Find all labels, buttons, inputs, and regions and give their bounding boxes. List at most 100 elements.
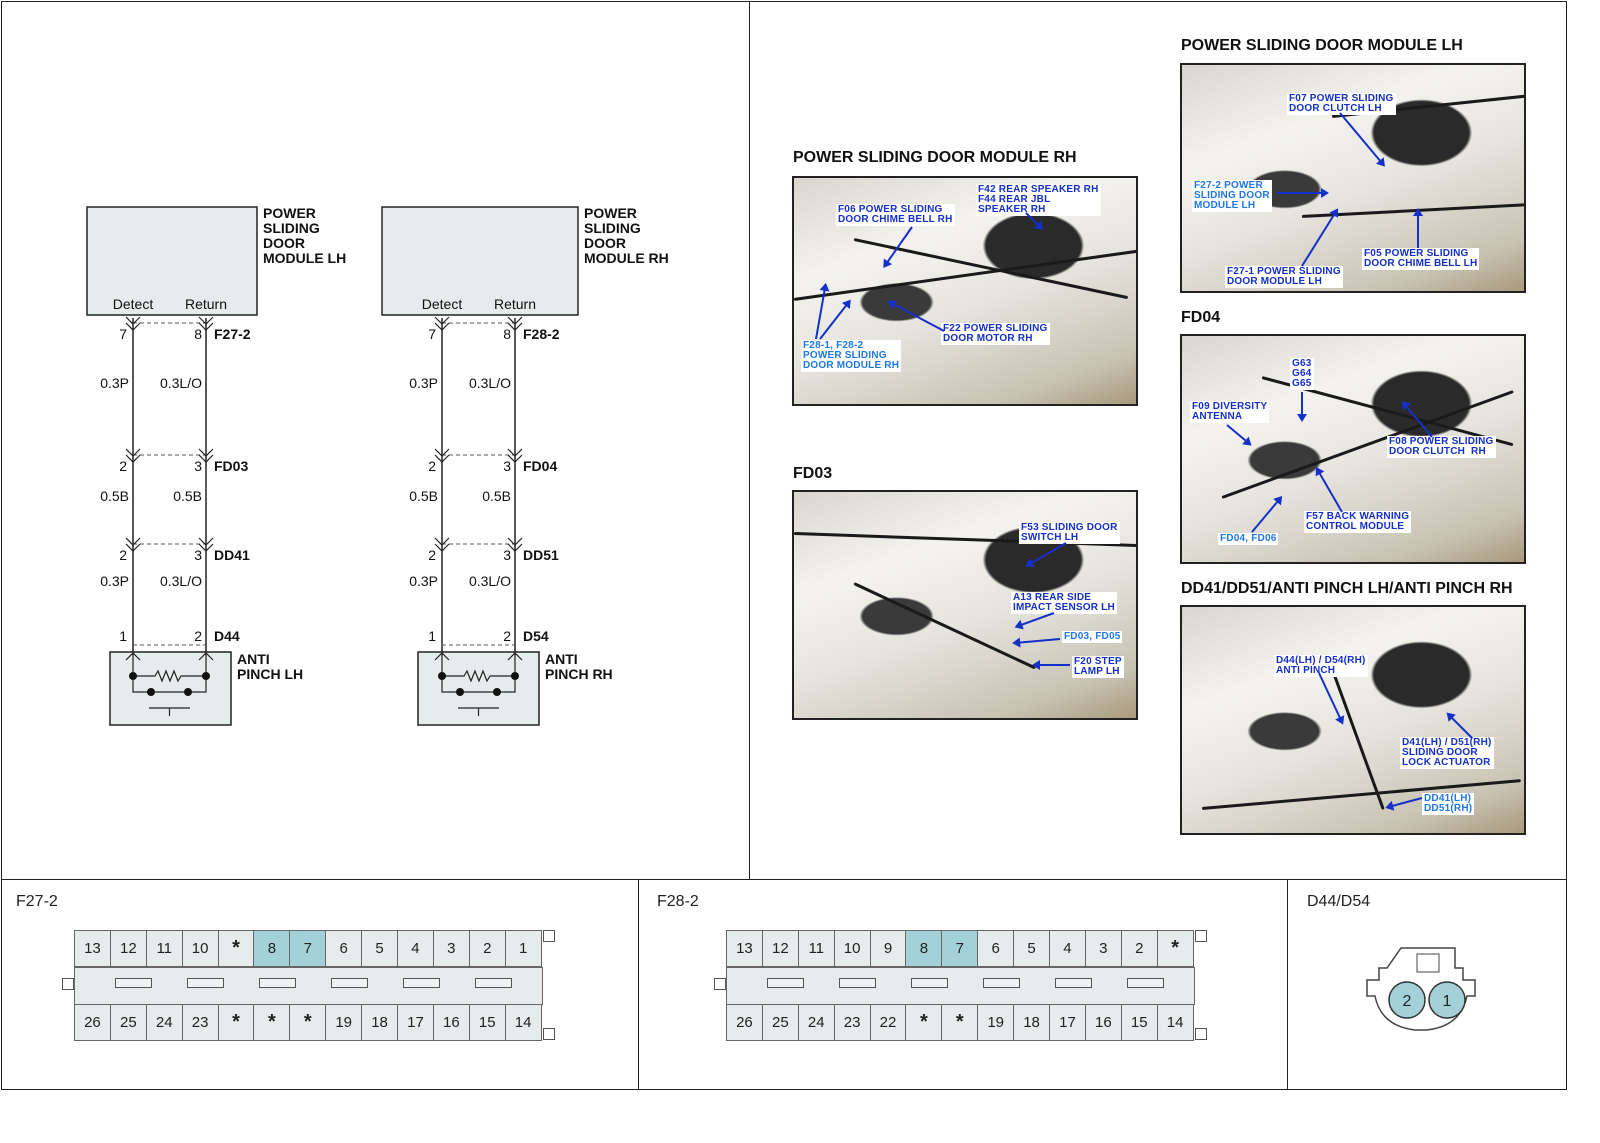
module-name: MODULE LH (263, 250, 346, 266)
connector-pin: 7 (289, 930, 327, 967)
callout: FD04, FD06 (1218, 533, 1279, 545)
callout: DD41(LH) DD51(RH) (1422, 793, 1475, 815)
connector-pin-icon (507, 448, 523, 463)
callout: F07 POWER SLIDING DOOR CLUTCH LH (1287, 93, 1396, 115)
connector-pin: 18 (361, 1004, 399, 1041)
connector-pin: 2 (468, 930, 506, 967)
pin-number: 2 (194, 628, 202, 644)
connector-pin: 14 (1156, 1004, 1194, 1041)
switch-contact-icon (493, 688, 501, 696)
module-name: DOOR (584, 235, 626, 251)
connector-pin: 23 (833, 1004, 871, 1041)
resistor-icon (441, 669, 516, 693)
switch-contact-icon (147, 688, 155, 696)
pin-number: 2 (503, 628, 511, 644)
divider (1, 879, 1567, 880)
photo-title-dd: DD41/DD51/ANTI PINCH LH/ANTI PINCH RH (1181, 580, 1513, 597)
pin-function-detect: Detect (113, 296, 154, 312)
connector-pin: 26 (726, 1004, 763, 1041)
wire-spec: 0.3P (409, 375, 438, 391)
connector-tab (1194, 1028, 1207, 1040)
connector-name: FD03 (214, 458, 248, 474)
connector-pin: * (253, 1004, 291, 1041)
connector-pin: 3 (432, 930, 470, 967)
pin-function-detect: Detect (422, 296, 463, 312)
connector-pin-icon (434, 537, 450, 552)
switch-contact-icon (202, 672, 210, 680)
divider (749, 1, 750, 880)
switch-contact-icon (438, 672, 446, 680)
connector-name: D54 (523, 628, 549, 644)
connector-pin: * (289, 1004, 327, 1041)
switch-contact-icon (511, 672, 519, 680)
connector-pin: 4 (397, 930, 434, 967)
connector-pin: 12 (761, 930, 799, 967)
switch-actuator-icon (149, 707, 190, 716)
callout: F27-1 POWER SLIDING DOOR MODULE LH (1225, 266, 1343, 288)
latch-slot (1127, 978, 1164, 988)
connector-pin: 8 (905, 930, 943, 967)
connector-pin: 10 (181, 930, 219, 967)
callout: F06 POWER SLIDING DOOR CHIME BELL RH (836, 204, 955, 226)
pin-number: 2 (428, 547, 436, 563)
connector-pin: * (905, 1004, 943, 1041)
connector-pin: 1 (504, 930, 542, 967)
wire-spec: 0.3P (100, 375, 129, 391)
connector-pin-icon (198, 537, 214, 552)
latch-slot (403, 978, 440, 988)
callout: F28-1, F28-2 POWER SLIDING DOOR MODULE R… (801, 340, 902, 372)
callout: D44(LH) / D54(RH) ANTI PINCH (1274, 655, 1368, 677)
connector-pin: 22 (869, 1004, 907, 1041)
connector-pin: 23 (181, 1004, 219, 1041)
connector-pin: 15 (1120, 1004, 1158, 1041)
connector-pin: 13 (726, 930, 763, 967)
wire-spec: 0.5B (100, 488, 129, 504)
switch-contact-icon (184, 688, 192, 696)
connector-pin-icon (125, 316, 141, 331)
pin-number: 1 (428, 628, 436, 644)
connector-pin: 17 (1049, 1004, 1086, 1041)
connector-pin: 4 (1049, 930, 1086, 967)
pin-number: 3 (194, 458, 202, 474)
connector-pin: 19 (325, 1004, 363, 1041)
connector-pin-icon (507, 537, 523, 552)
connector-pin-icon (125, 537, 141, 552)
connector-name: DD51 (523, 547, 559, 563)
callout: F57 BACK WARNING CONTROL MODULE (1304, 511, 1412, 533)
module-name: POWER (263, 205, 316, 221)
latch-slot (259, 978, 296, 988)
callout: F53 SLIDING DOOR SWITCH LH (1019, 522, 1120, 544)
module-name: MODULE RH (584, 250, 669, 266)
callout: F09 DIVERSITY ANTENNA (1190, 401, 1270, 423)
wire-spec: 0.5B (409, 488, 438, 504)
wire-spec: 0.3L/O (469, 375, 511, 391)
wire-spec: 0.5B (173, 488, 202, 504)
connector-pin: 2 (1120, 930, 1158, 967)
connector-name: F28-2 (523, 326, 560, 342)
pin-number: 7 (119, 326, 127, 342)
connector-pin: 3 (1084, 930, 1122, 967)
latch-slot (767, 978, 804, 988)
callout: F42 REAR SPEAKER RH F44 REAR JBL SPEAKER… (976, 184, 1101, 216)
wire-spec: 0.3P (100, 573, 129, 589)
connector-name: D44 (214, 628, 240, 644)
connector-pin: 24 (797, 1004, 835, 1041)
connector-label-f28-2: F28-2 (657, 893, 699, 910)
connector-pin: 14 (504, 1004, 542, 1041)
connector-pin: 13 (74, 930, 111, 967)
latch-slot (475, 978, 512, 988)
wire-spec: 0.3L/O (160, 573, 202, 589)
pin-number: 2 (428, 458, 436, 474)
connector-pin: 16 (432, 1004, 470, 1041)
module-box (86, 206, 258, 316)
wire-spec: 0.3L/O (469, 573, 511, 589)
connector-name: DD41 (214, 547, 250, 563)
pin-number: 7 (428, 326, 436, 342)
callout: F22 POWER SLIDING DOOR MOTOR RH (941, 323, 1050, 345)
callout: F27-2 POWER SLIDING DOOR MODULE LH (1192, 180, 1272, 212)
pin-number: 3 (503, 547, 511, 563)
callout: G63 G64 G65 (1290, 358, 1314, 390)
